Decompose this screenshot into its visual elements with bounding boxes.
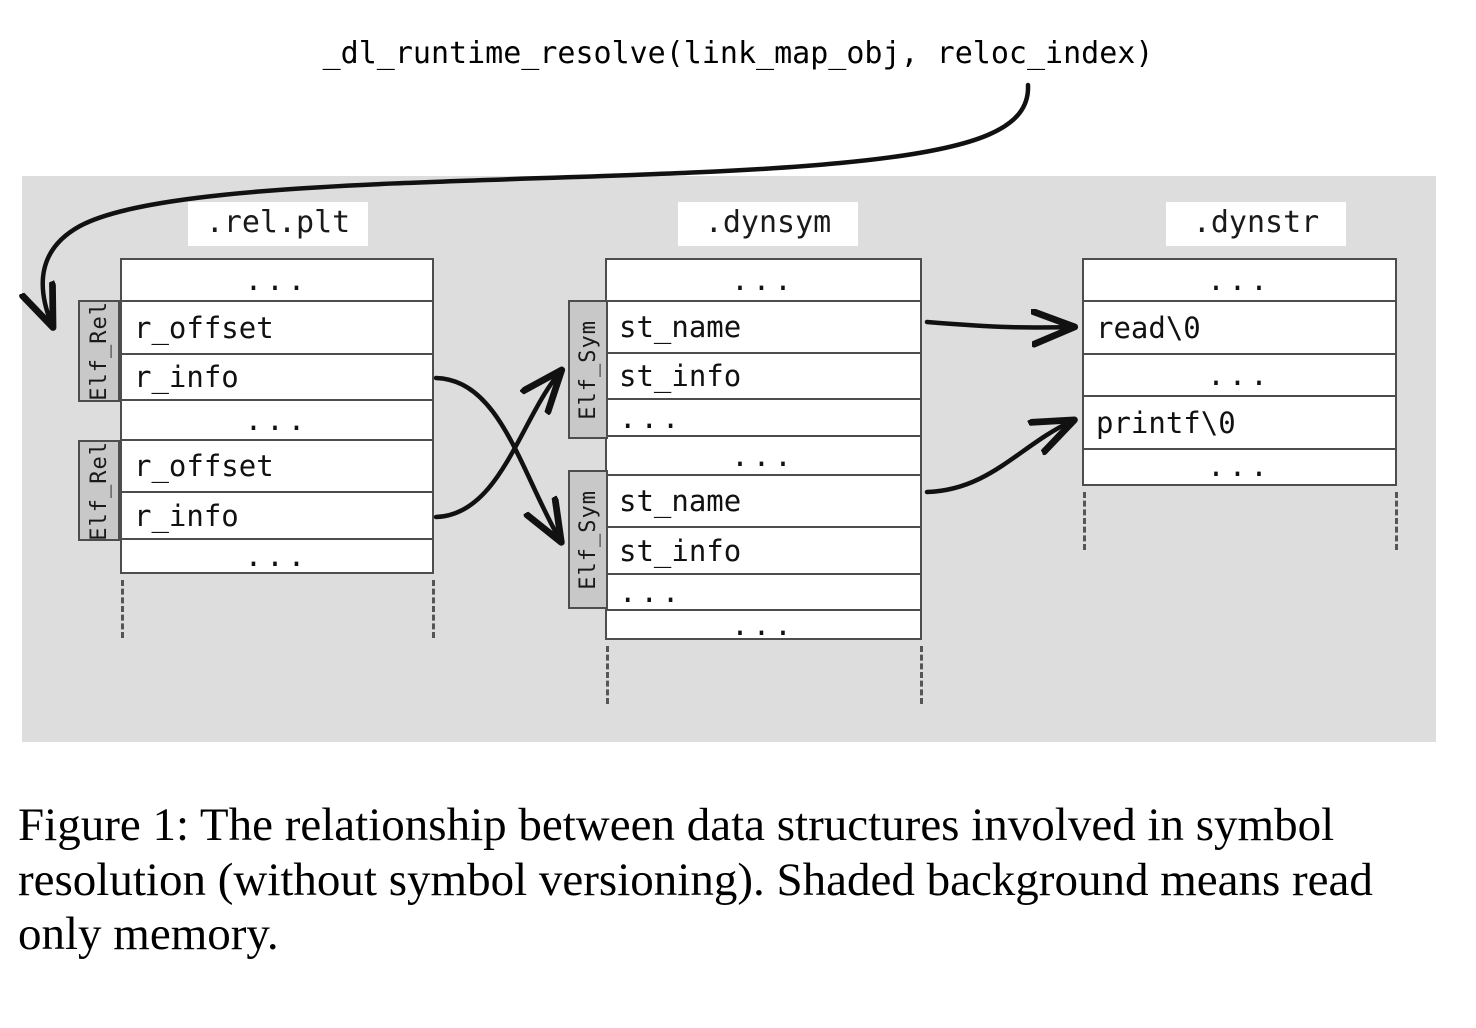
relplt-row-6: ... [122, 539, 432, 573]
dynsym-row-7: ... [607, 575, 920, 611]
struct-tag-elf-rel-0: Elf_Rel [78, 300, 120, 402]
dynsym-row-3: ... [607, 400, 920, 437]
struct-tag-elf-sym-1: Elf_Sym [568, 470, 608, 609]
struct-tag-elf-rel-0-label: Elf_Rel [86, 301, 112, 401]
relplt-row-0: ... [122, 260, 432, 302]
relplt-rail-left [121, 580, 124, 638]
relplt-row-2: r_info [122, 355, 432, 401]
dynstr-rail-left [1083, 492, 1086, 550]
struct-tag-elf-sym-0: Elf_Sym [568, 300, 608, 439]
struct-tag-elf-sym-0-label: Elf_Sym [575, 319, 601, 420]
dynstr-row-0: ... [1084, 260, 1395, 302]
dynsym-row-8: ... [607, 608, 920, 642]
dynsym-row-0: ... [607, 260, 920, 302]
struct-tag-elf-rel-1-label: Elf_Rel [86, 440, 112, 541]
dynstr-row-4: ... [1084, 449, 1395, 483]
dynsym-row-6: st_info [607, 528, 920, 575]
figure-caption: Figure 1: The relationship between data … [18, 799, 1373, 961]
section-label-dynstr: .dynstr [1166, 202, 1346, 246]
relplt-row-4: r_offset [122, 441, 432, 493]
relplt-row-1: r_offset [122, 302, 432, 355]
dynsym-row-5: st_name [607, 476, 920, 528]
dynstr-table: ...read\0...printf\0... [1082, 258, 1397, 486]
dynsym-row-4: ... [607, 437, 920, 476]
dynstr-row-2: ... [1084, 355, 1395, 397]
relplt-row-3: ... [122, 401, 432, 441]
struct-tag-elf-rel-1: Elf_Rel [78, 440, 120, 541]
dynsym-row-1: st_name [607, 302, 920, 354]
section-label-relplt: .rel.plt [188, 202, 368, 246]
section-label-dynsym: .dynsym [678, 202, 858, 246]
struct-tag-elf-sym-1-label: Elf_Sym [575, 489, 601, 590]
dl-runtime-resolve-signature: _dl_runtime_resolve(link_map_obj, reloc_… [322, 36, 1154, 71]
dynstr-rail-right [1395, 492, 1398, 550]
dynstr-row-3: printf\0 [1084, 397, 1395, 450]
dynsym-row-2: st_info [607, 354, 920, 400]
dynsym-rail-right [920, 646, 923, 704]
dynstr-row-1: read\0 [1084, 302, 1395, 355]
relplt-row-5: r_info [122, 493, 432, 540]
dynsym-rail-left [606, 646, 609, 704]
relplt-rail-right [432, 580, 435, 638]
